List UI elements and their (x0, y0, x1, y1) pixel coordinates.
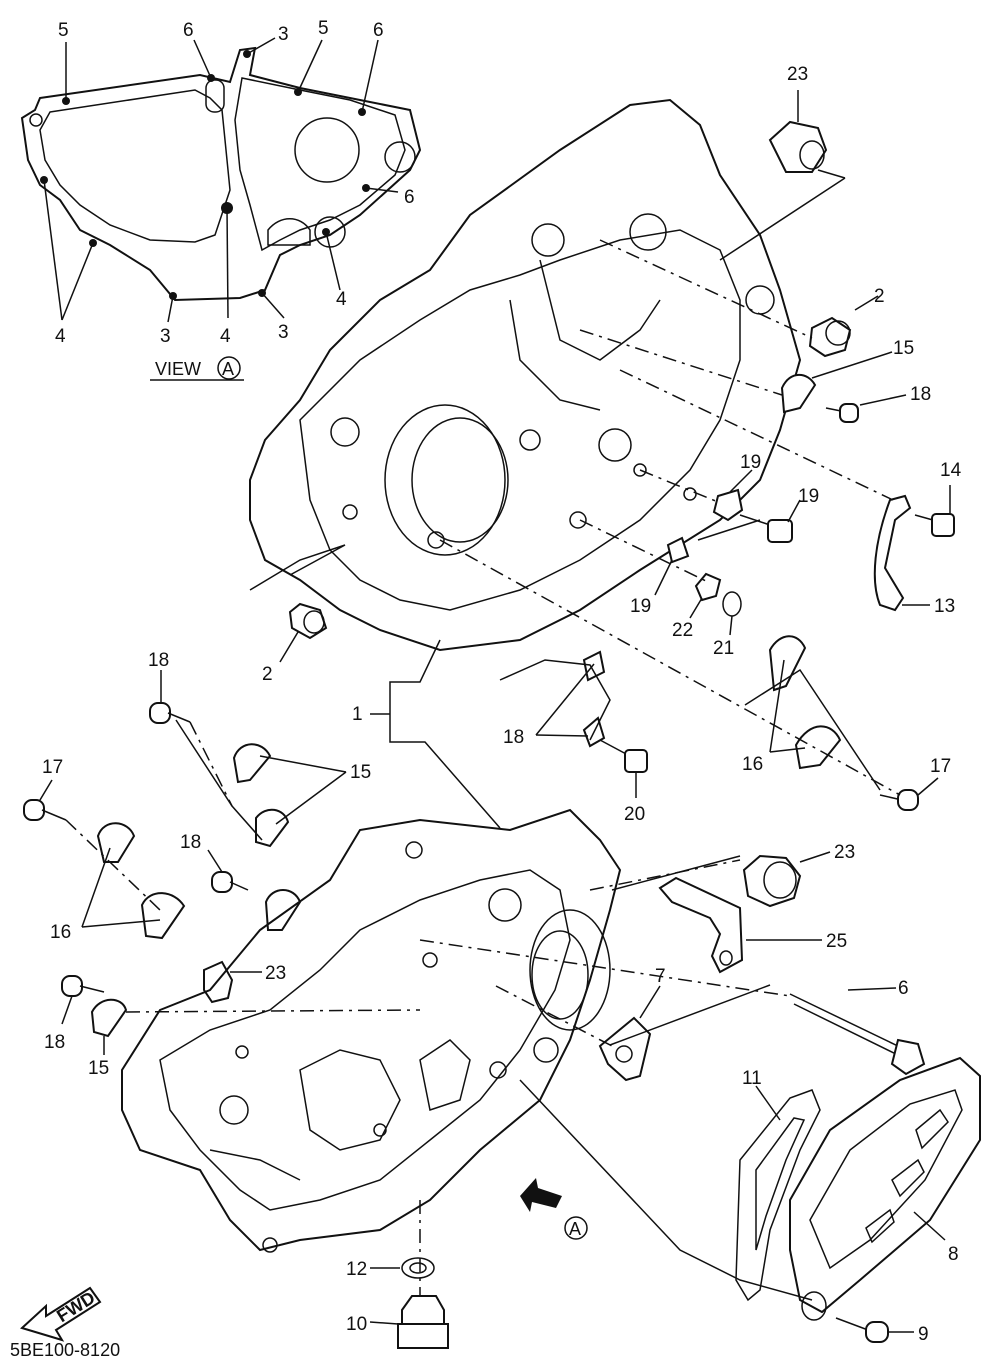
callout-19a: 19 (740, 452, 761, 473)
callout-14: 14 (940, 460, 962, 481)
dowel-pin-2-upper (808, 316, 852, 358)
sprocket-cover-8 (789, 1056, 981, 1321)
o-ring-21 (722, 591, 742, 617)
view-label: VIEW (155, 359, 201, 379)
dowel-23-lower (742, 854, 802, 908)
plate-15-left-d (90, 998, 128, 1038)
callout-12: 12 (346, 1259, 367, 1280)
callout-20a: 19 (798, 486, 819, 507)
callout-8: 8 (948, 1244, 959, 1265)
plate-15-left-b (255, 808, 290, 848)
callout-5b: 5 (318, 18, 329, 39)
tab-washer-19-center-a (582, 650, 606, 682)
collar-22 (694, 572, 722, 602)
washer-12 (401, 1257, 435, 1279)
callout-3b: 3 (160, 326, 171, 347)
view-direction-arrow-a (520, 1178, 588, 1240)
callout-18d: 18 (44, 1032, 65, 1053)
bracket-13 (873, 494, 912, 612)
callout-9: 9 (918, 1324, 929, 1345)
screw-18-left-top (149, 702, 191, 724)
callout-17b: 17 (42, 757, 63, 778)
callout-24: 23 (265, 963, 286, 984)
callout-15b: 15 (350, 762, 371, 783)
callout-4c: 4 (336, 289, 347, 310)
plate-16-right-a (768, 635, 807, 692)
gasket-10 (735, 1089, 821, 1302)
drawing-code: 5BE100-8120 (10, 1340, 120, 1360)
screw-17-left (23, 799, 67, 821)
screw-18-left-low (61, 975, 105, 997)
callout-11: 10 (346, 1314, 367, 1335)
callout-23a: 23 (787, 64, 808, 85)
callout-25: 25 (826, 931, 847, 952)
bracket-25 (658, 876, 744, 974)
tab-washer-19-upper (712, 488, 744, 522)
arrow-marker: A (569, 1219, 581, 1239)
callout-6c: 6 (404, 187, 415, 208)
callout-19b: 19 (630, 596, 651, 617)
callout-10: 11 (742, 1068, 762, 1089)
bolt-20-center (599, 739, 648, 773)
callout-2b: 2 (262, 664, 273, 685)
plate-15-left-a (232, 743, 272, 784)
callout-16b: 16 (50, 922, 71, 943)
screw-18-left-mid (211, 871, 249, 893)
dowel-pin-2-lower (288, 602, 328, 640)
fwd-label: FWD (53, 1287, 98, 1326)
callout-5a: 5 (58, 20, 69, 41)
callout-3c: 3 (278, 322, 289, 343)
screw-18-upper (825, 403, 859, 423)
tab-washer-19-lower (666, 536, 690, 564)
callout-6b: 6 (373, 20, 384, 41)
drain-plug-11 (397, 1295, 449, 1349)
lower-crankcase-half (121, 808, 622, 1253)
callout-6a: 6 (183, 20, 194, 41)
callout-21: 21 (713, 638, 734, 659)
callout-4a: 4 (55, 326, 66, 347)
callout-3a: 3 (278, 24, 289, 45)
callout-15a: 15 (893, 338, 914, 359)
plate-15-upper (780, 373, 817, 414)
bolt-14 (914, 513, 955, 537)
long-bolt-6 (789, 993, 926, 1076)
plate-16-right-b (794, 725, 842, 770)
bolt-20-upper (739, 514, 793, 543)
callout-19c: 18 (503, 727, 524, 748)
plate-16-left-b (140, 892, 186, 940)
callout-7: 7 (655, 966, 666, 987)
callout-16a: 16 (742, 754, 763, 775)
callout-22: 22 (672, 620, 693, 641)
upper-crankcase-half (249, 98, 802, 652)
callout-20b: 20 (624, 804, 645, 825)
screw-17-right (879, 789, 919, 811)
callout-18b: 18 (148, 650, 169, 671)
view-marker: A (222, 359, 234, 379)
callout-1: 1 (352, 704, 363, 725)
screw-9 (835, 1317, 889, 1343)
callout-13: 13 (934, 596, 955, 617)
callout-4b: 4 (220, 326, 231, 347)
callout-6d: 6 (898, 978, 909, 999)
plate-16-left-a (96, 822, 136, 863)
callout-2a: 2 (874, 286, 885, 307)
fwd-arrow-icon: FWD (20, 1286, 102, 1342)
callout-18c: 18 (180, 832, 201, 853)
callout-18a: 18 (910, 384, 931, 405)
plate-7 (598, 1016, 652, 1082)
callout-17a: 17 (930, 756, 951, 777)
dowel-23-top (768, 120, 828, 173)
callout-23b: 23 (834, 842, 855, 863)
view-a-gasket-outline (20, 37, 422, 381)
callout-15c: 15 (88, 1058, 109, 1079)
view-marker-circle (217, 356, 241, 380)
plate-15-left-c (264, 889, 302, 931)
